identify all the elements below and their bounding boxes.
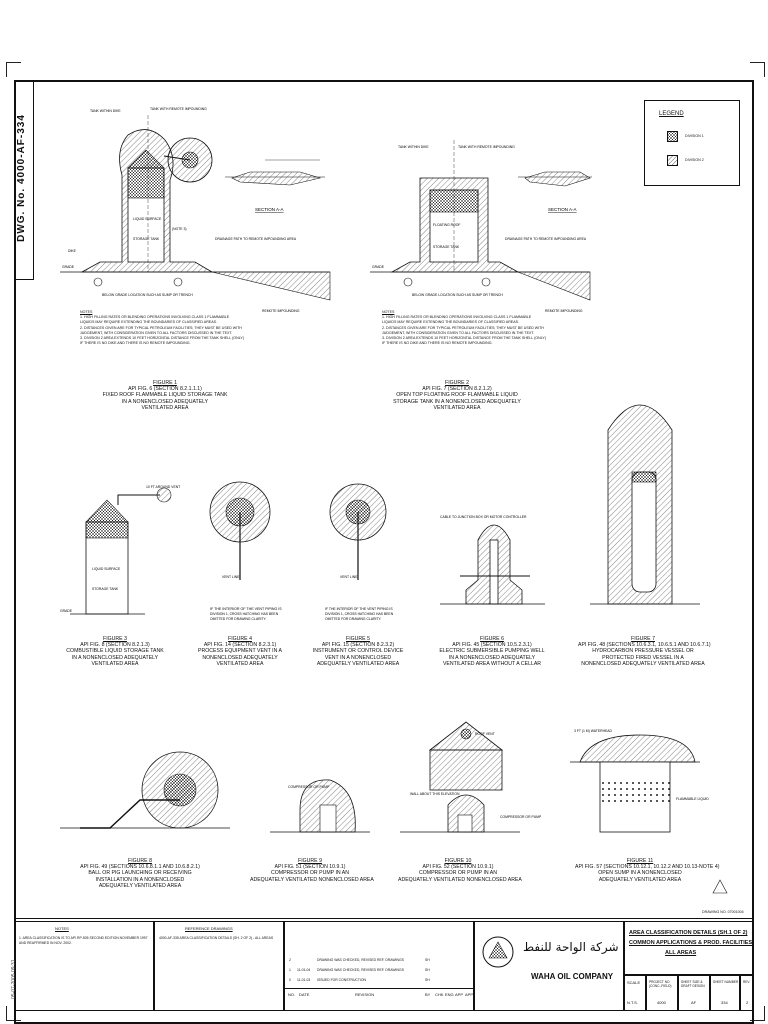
crop-mark-bottom-left [6,1006,21,1021]
figure-11-flammable-liquid: FLAMMABLE LIQUID [676,797,709,801]
figure-9-compressor-label: COMPRESSOR OR PUMP [288,785,330,789]
figure-3-liquid-surface: LIQUID SURFACE [92,567,121,571]
sheet-size-field: SHEET SIZE & DRAFT DESIGN AF [678,975,710,1011]
figure-2-notes: NOTES 1. HIGH FILLING RATES OR BLENDING … [382,310,547,346]
figure-10-caption: FIGURE 10 API FIG. 52 (Section 10.9.1)CO… [398,858,522,883]
crop-mark-bottom-right [750,1006,765,1021]
figure-4-note-3: OMITTED FOR DRAWING CLARITY. [210,617,267,621]
figure-11-caption: FIGURE 11 API FIG. 57 (Sections 10.12.1,… [575,858,720,883]
figure-9-caption: FIGURE 9 API FIG. 51 (Section 10.9.1)COM… [250,858,374,883]
rev-field: REV. 2 [740,975,754,1011]
figure-1-notes: NOTES 1. HIGH FILLING RATES OR BLENDING … [80,310,245,346]
figure-6-caption: FIGURE 6 API FIG. 45 (Section 10.5.2.3.1… [439,636,545,667]
figure-3-storage-tank: STORAGE TANK [92,587,119,591]
figure-10-compressor-label: COMPRESSOR OR PUMP [500,815,542,819]
figure-10-roof-vent: ROOF VENT [475,732,495,736]
company-cell: شركة الواحة للنفط WAHA OIL COMPANY [474,921,624,1011]
drawing-no-stamp: DRAWING NO. 07001004 [702,910,744,914]
figure-1-remote-impounding: REMOTE IMPOUNDING [262,309,300,313]
figure-1-liquid-surface: LIQUID SURFACE [133,217,162,221]
figure-5-drawing [329,483,387,580]
figure-2-remote-impounding: REMOTE IMPOUNDING [545,309,583,313]
figure-10-drawing [400,721,520,833]
figure-1-below-grade: BELOW GRADE LOCATION SUCH AS SUMP OR TRE… [102,293,193,297]
figure-1-caption: FIGURE 1 API FIG. 6 (Section 8.2.1.1.1)F… [102,380,228,411]
figure-1-section-label: SECTION A-A [255,207,284,212]
legend-box: LEGEND DIVISION 1 DIVISION 2 [644,100,740,186]
figure-11-sump-note: 3 FT (1 M) WATERHEAD [574,729,613,733]
figure-8-caption: FIGURE 8 API FIG. 49 (Sections 10.6.8.1.… [80,858,200,889]
sheet-number-field: SHEET NUMBER 334 [710,975,740,1011]
figure-2-tank-within-dike: TANK WITHIN DIKE [398,145,429,149]
figure-2-floating-roof: FLOATING ROOF [433,223,460,227]
figure-3-around-vent: 10 FT AROUND VENT [146,485,180,489]
figure-6-drawing [440,524,545,605]
figure-3-drawing [70,487,172,615]
figure-3-grade-label: GRADE [60,609,73,613]
scale-field: SCALE N.T.S. [624,975,646,1011]
figure-2-caption: FIGURE 2 API FIG. 7 (Section 8.2.1.2)OPE… [393,380,521,411]
figure-10-wall-about: WALL ABOUT THIS ELEVATION [410,792,460,796]
figure-5-note-1: IF THE INTERIOR OF THE VENT PIPING IS [325,607,393,611]
figure-2-drawing [370,140,592,301]
figure-4-drawing [209,481,271,580]
figure-2-tank-remote: TANK WITH REMOTE IMPOUNDING [458,145,515,149]
figure-2-section-label: SECTION A-A [548,207,577,212]
figure-1-tank-remote: TANK WITH REMOTE IMPOUNDING [150,107,207,111]
company-logo-icon [482,936,514,968]
legend-item-division-1: DIVISION 1 [685,134,704,138]
figure-2-grade-label: GRADE [372,265,385,269]
figure-4-note-1: IF THE INTERIOR OF THE VENT PIPING IS [210,607,282,611]
figure-2-storage-tank: STORAGE TANK [433,245,460,249]
revision-triangle-icon [712,879,728,894]
side-date-stamp: 05-07-2005 09:31 [11,959,17,999]
figure-1-storage-tank: STORAGE TANK [133,237,160,241]
figure-5-note-3: OMITTED FOR DRAWING CLARITY. [325,617,382,621]
division-1-swatch-icon [667,131,678,142]
drawing-number-strip: DWG. No. 4000-AF-334 [14,80,34,280]
figure-8-drawing [60,751,230,829]
figure-1-grade-label: GRADE [62,265,75,269]
project-no-field: PROJECT NO (CONC.-FIELD) 4000 [646,975,678,1011]
notes-cell: NOTES 1. AREA CLASSIFICATION IS TO API R… [14,921,154,1011]
figure-4-note-2: DIVISION 1, CROSS HATCHING HAS BEEN [210,612,279,616]
figure-5-note-2: DIVISION 1, CROSS HATCHING HAS BEEN [325,612,394,616]
figure-7-caption: FIGURE 7 API FIG. 48 (Sections 10.6.3.1,… [578,636,711,667]
crop-mark-top-right [750,62,765,77]
figure-5-vent-line: VENT LINE [340,575,358,579]
title-block: NOTES 1. AREA CLASSIFICATION IS TO API R… [14,918,754,1015]
revision-table: 2 DRAWING WAS CHECKED, REVISED REF. DRAW… [284,921,474,1011]
division-2-swatch-icon [667,155,678,166]
figure-1-drawing [60,115,331,301]
figure-1-dike-label: DIKE [68,249,77,253]
crop-mark-top-left [6,62,21,77]
figure-9-drawing [270,779,370,833]
figure-1-note-3: (NOTE 3) [172,227,187,231]
figure-5-caption: FIGURE 5 API FIG. 15 (Section 8.2.3.2)IN… [312,636,404,667]
figure-11-drawing [570,734,700,833]
drawing-sheet-border [14,80,754,1024]
legend-title: LEGEND [659,111,684,117]
figure-6-cable-box: CABLE TO JUNCTION BOX OR MOTOR CONTROLLE… [440,515,527,519]
figure-1-drainage-path: DRAINAGE PATH TO REMOTE IMPOUNDING AREA [215,237,297,241]
reference-drawings-cell: REFERENCE DRAWINGS 4000-AF-335 AREA CLAS… [154,921,284,1011]
figure-2-below-grade: BELOW GRADE LOCATION SUCH AS SUMP OR TRE… [412,293,503,297]
figure-4-vent-line: VENT LINE [222,575,240,579]
drawing-title-cell: AREA CLASSIFICATION DETAILS (SH.1 OF 2) … [624,921,754,975]
figure-3-caption: FIGURE 3 API FIG. 8 (Section 8.2.1.3)COM… [66,636,164,667]
figure-2-drainage-path: DRAINAGE PATH TO REMOTE IMPOUNDING AREA [505,237,587,241]
figure-7-drawing [590,404,700,605]
figure-1-tank-within-dike: TANK WITHIN DIKE [90,109,121,113]
figure-4-caption: FIGURE 4 API FIG. 14 (Section 8.2.3.1)PR… [198,636,282,667]
legend-item-division-2: DIVISION 2 [685,158,704,162]
